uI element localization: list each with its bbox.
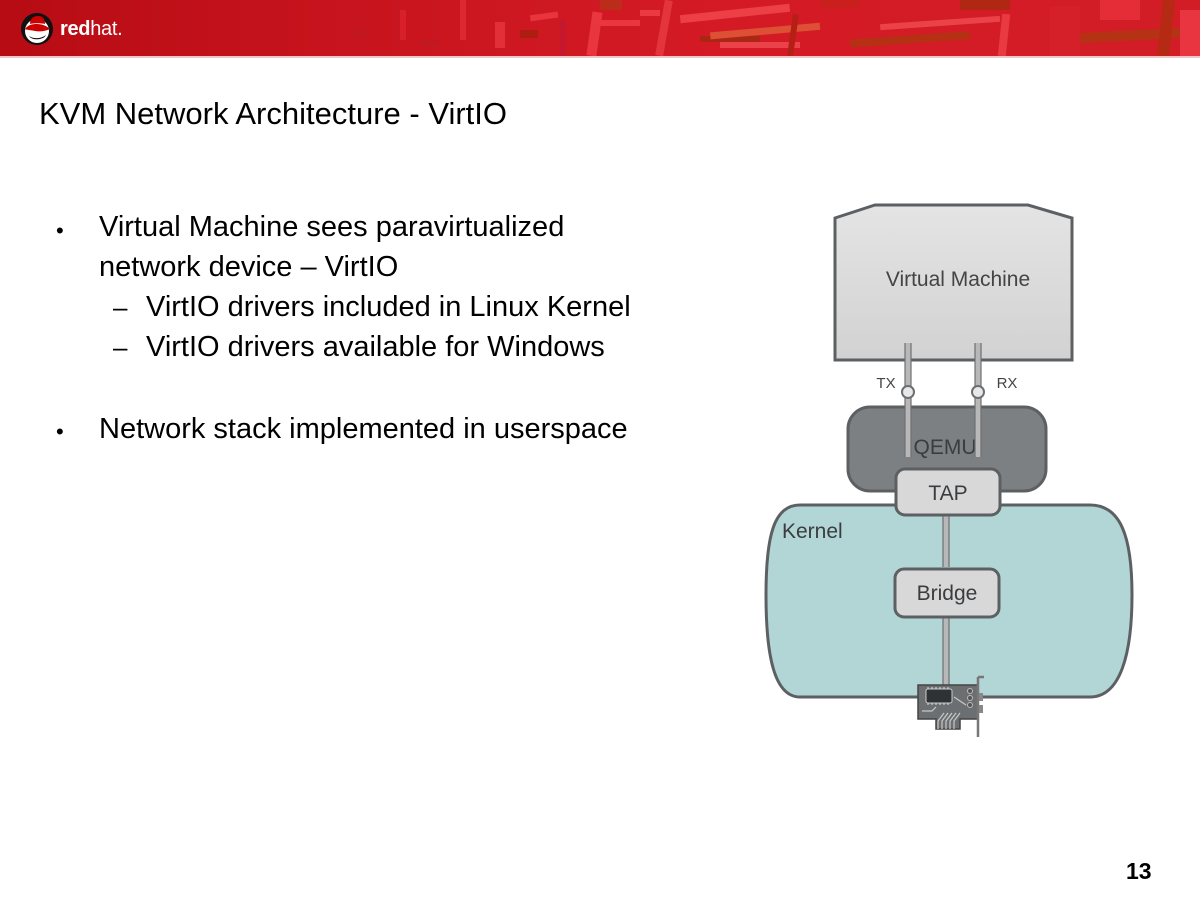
network-card-icon [917,675,984,737]
kernel-label: Kernel [782,520,843,543]
sub-bullet-marker: – [113,292,128,322]
redhat-shadowman-icon [21,13,53,45]
bullet-1-line-2: network device – VirtIO [99,251,399,283]
sub-bullet-1: VirtIO drivers included in Linux Kernel [146,291,631,323]
redhat-wordmark: redhat. [60,17,123,40]
sub-bullet-marker: – [113,332,128,362]
bullet-2-line-1: Network stack implemented in userspace [99,413,628,445]
tx-port-icon [901,385,915,399]
bullet-marker: • [56,218,64,243]
redhat-logo: redhat. [20,12,123,46]
tx-label: TX [876,375,895,392]
banner-decoration [350,0,1200,56]
virtual-machine-label: Virtual Machine [886,268,1030,291]
bridge-nic-link [942,615,950,687]
virtual-machine-node: Virtual Machine [833,203,1074,362]
rx-link: RX [971,343,1018,457]
bullet-marker: • [56,419,64,444]
header-divider [0,56,1200,58]
slide-title: KVM Network Architecture - VirtIO [39,96,507,131]
sub-bullet-2: VirtIO drivers available for Windows [146,331,605,363]
tap-bridge-link [942,513,950,567]
network-architecture-diagram: Kernel QEMU Virtual Machine TX RX [764,203,1134,737]
rx-label: RX [997,375,1018,392]
tx-link: TX [876,343,915,457]
bridge-node: Bridge [893,567,1001,619]
bridge-label: Bridge [917,582,978,605]
bullet-1-line-1: Virtual Machine sees paravirtualized [99,211,565,243]
tap-node: TAP [894,467,1002,517]
tap-label: TAP [928,482,967,505]
qemu-label: QEMU [914,436,977,459]
header-banner: redhat. [0,0,1200,56]
rx-port-icon [971,385,985,399]
page-number: 13 [1126,858,1152,884]
